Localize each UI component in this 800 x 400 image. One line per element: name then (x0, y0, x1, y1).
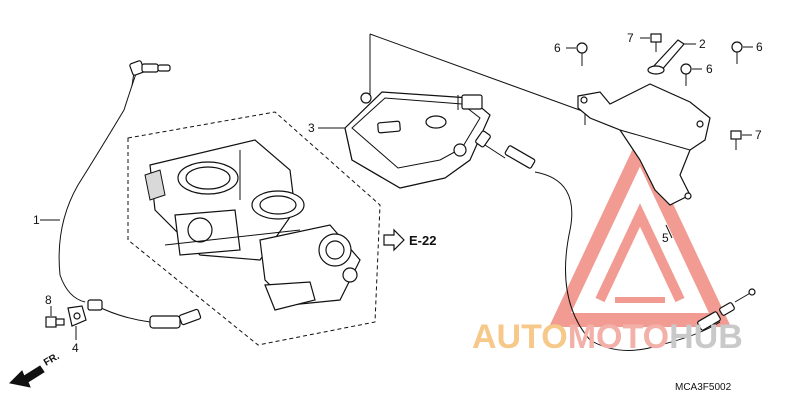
callout-2: 2 (699, 37, 706, 51)
watermark-text: AUTOMOTOHUB (472, 318, 743, 356)
front-marker: FR. (8, 351, 62, 388)
callout-6-center: 6 (706, 62, 713, 76)
diagram-code: MCA3F5002 (675, 382, 732, 393)
bolt-part-6-center (680, 63, 702, 86)
watermark-text-auto: AUTOMOTOHUB (472, 318, 743, 356)
front-arrow-icon (8, 365, 45, 388)
callout-8: 8 (45, 293, 52, 307)
mounting-bracket (577, 83, 711, 206)
outline-arrow-right-icon (383, 228, 405, 252)
watermark-hub: HUB (669, 318, 743, 356)
watermark-auto: AUTO (472, 318, 568, 356)
callout-3: 3 (308, 121, 315, 135)
watermark-logo (548, 133, 732, 327)
front-marker-label: FR. (42, 351, 62, 369)
throttle-cable-1 (40, 60, 202, 329)
clip-part-2 (647, 39, 696, 75)
callout-5: 5 (662, 231, 669, 245)
throttle-body-assembly (127, 111, 381, 346)
callout-4: 4 (72, 341, 79, 355)
bolt-part-6-right (731, 41, 753, 64)
cable-part-5 (475, 130, 756, 351)
callout-1: 1 (33, 213, 40, 227)
callout-6-right: 6 (756, 40, 763, 54)
callout-7-right: 7 (755, 128, 762, 142)
callout-6-left: 6 (554, 41, 561, 55)
bolt-part-6-left (566, 42, 588, 66)
callout-7-top: 7 (627, 31, 634, 45)
control-unit-part-3 (318, 33, 586, 189)
reference-label: E-22 (409, 233, 436, 248)
bolt-part-7-top (640, 33, 662, 52)
reference-arrow (383, 228, 405, 252)
clamp-part-4 (67, 305, 87, 340)
watermark-moto: MOTO (568, 318, 669, 356)
bolt-part-8 (45, 306, 65, 328)
bolt-part-7-right (730, 130, 752, 150)
